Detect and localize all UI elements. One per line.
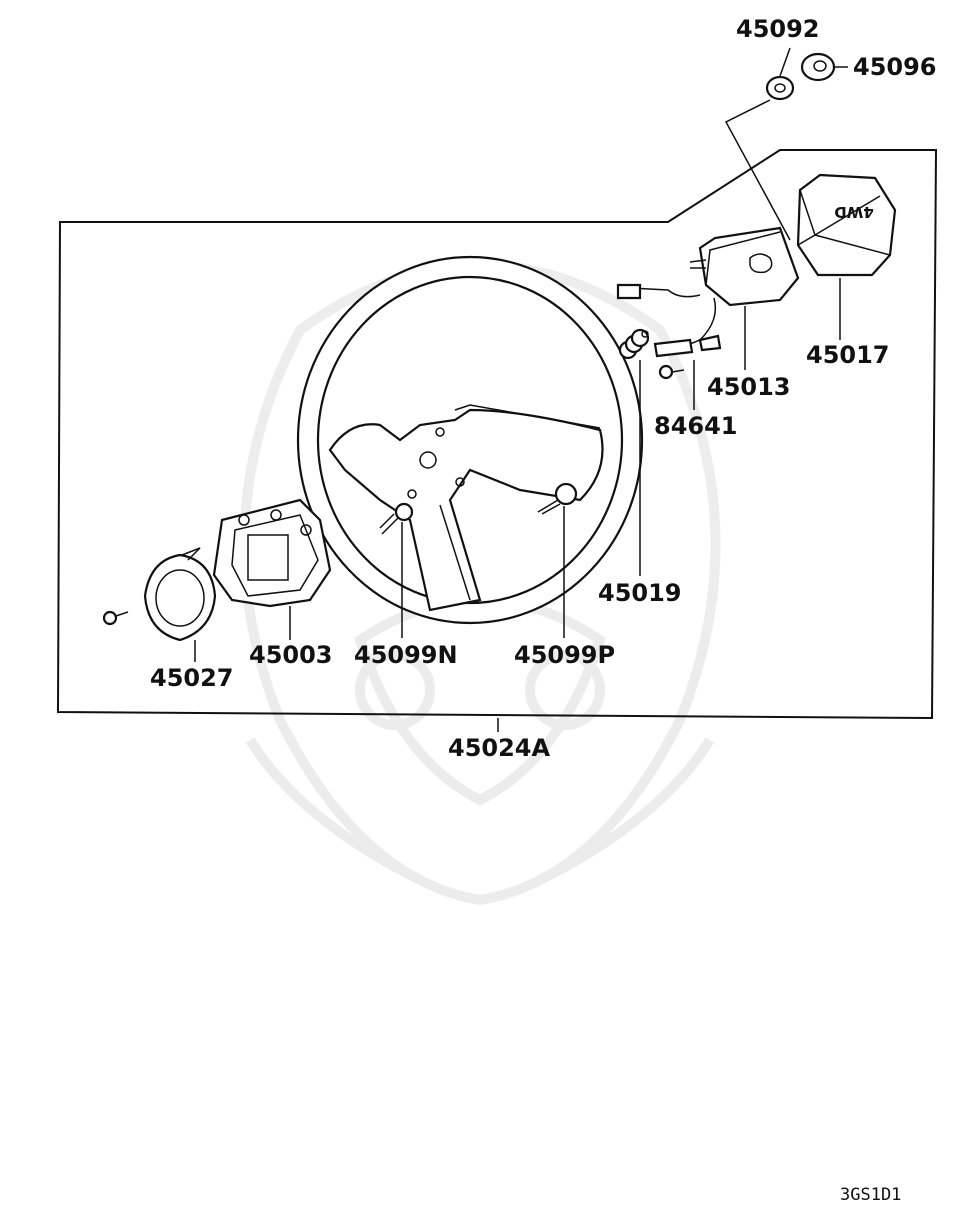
screw-45099N: [379, 502, 414, 535]
label-45099N: 45099N: [354, 641, 458, 669]
steering-wheel: [296, 255, 644, 625]
label-45096: 45096: [853, 53, 937, 81]
reference-code: 3GS1D1: [840, 1185, 901, 1205]
label-45027: 45027: [150, 664, 234, 692]
column-cover-45003: [212, 498, 332, 608]
spring-45019: [618, 328, 650, 360]
label-45019: 45019: [598, 579, 682, 607]
label-45099P: 45099P: [514, 641, 615, 669]
washer-45092: [765, 75, 795, 101]
screw-45099P: [537, 482, 578, 515]
pad-logo-text: 4WD: [834, 203, 873, 221]
ring-45027: [143, 547, 217, 642]
label-45003: 45003: [249, 641, 333, 669]
label-84641: 84641: [654, 412, 738, 440]
label-45024A: 45024A: [448, 734, 550, 762]
assembly-outline: [56, 149, 938, 720]
label-45013: 45013: [707, 373, 791, 401]
horn-contact-45013: [616, 226, 800, 358]
screw-small-left: [102, 610, 129, 626]
screw-84641: [658, 364, 685, 380]
label-45017: 45017: [806, 341, 890, 369]
nut-45096: [800, 52, 836, 82]
label-45092: 45092: [736, 15, 820, 43]
horn-pad-45017: 4WD: [796, 173, 897, 277]
